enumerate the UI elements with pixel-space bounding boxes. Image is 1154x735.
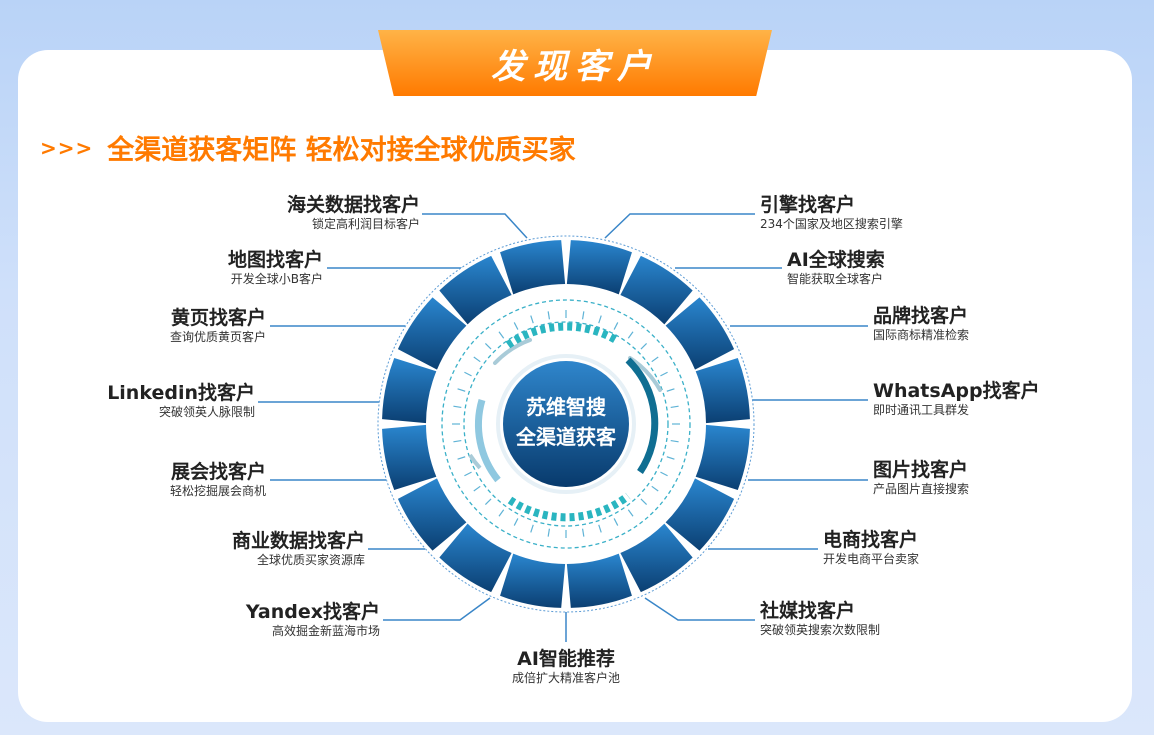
ring-segment xyxy=(500,240,566,295)
ring-segment xyxy=(665,478,735,551)
channel-yellow-pages[interactable]: 黄页找客户查询优质黄页客户 xyxy=(169,307,266,344)
ring-tick xyxy=(453,439,462,443)
ring-tick xyxy=(627,509,634,517)
ring-tick xyxy=(498,331,505,339)
channel-ai-recommend[interactable]: AI智能推荐成倍扩大精准客户池 xyxy=(511,648,620,685)
ring-tick xyxy=(547,311,551,320)
ring-tick xyxy=(498,509,505,517)
ring-segment xyxy=(397,478,467,551)
connector-line xyxy=(383,597,491,621)
ring-tick xyxy=(581,528,585,537)
ring-tick xyxy=(473,485,481,492)
chevrons-icon: >>> xyxy=(40,135,94,160)
connector-line xyxy=(644,597,755,621)
arc-accent xyxy=(493,338,532,365)
channel-whatsapp[interactable]: WhatsApp找客户即时通讯工具群发 xyxy=(873,380,1040,417)
ring-tick xyxy=(484,498,492,506)
arc-teal-bottom xyxy=(507,492,631,522)
ring-segment xyxy=(620,523,693,593)
ring-tick xyxy=(513,518,519,526)
section-title-tab: 发现客户 xyxy=(378,30,772,96)
arc-light xyxy=(474,399,501,483)
channel-map[interactable]: 地图找客户开发全球小B客户 xyxy=(227,249,323,286)
ring-tick xyxy=(484,342,492,350)
ring-segment xyxy=(695,358,750,424)
ring-tick xyxy=(660,471,668,477)
ring-tick xyxy=(530,524,534,533)
ring-tick xyxy=(660,371,668,377)
subtitle: 全渠道获客矩阵 轻松对接全球优质买家 xyxy=(107,135,576,166)
ring-tick xyxy=(640,498,648,506)
ring-tick xyxy=(666,388,675,392)
ring-tick xyxy=(464,471,472,477)
ring-segment xyxy=(382,424,437,490)
core-circle xyxy=(503,361,629,487)
arc-accent xyxy=(468,453,482,470)
ring-tick xyxy=(457,388,466,392)
connector-line xyxy=(604,213,755,239)
ring-segment xyxy=(665,297,735,370)
ring-segment xyxy=(439,523,512,593)
channel-ai-global-search[interactable]: AI全球搜索智能获取全球客户 xyxy=(787,249,885,286)
dashed-ring xyxy=(441,299,691,549)
ring-tick xyxy=(598,315,602,324)
channel-yandex[interactable]: Yandex找客户高效掘金新蓝海市场 xyxy=(245,601,380,638)
ring-segment xyxy=(566,553,632,608)
subtitle-row: >>> 全渠道获客矩阵 轻松对接全球优质买家 xyxy=(40,128,576,167)
ring-tick xyxy=(670,439,679,443)
ring-tick xyxy=(513,322,519,330)
ring-tick xyxy=(530,315,534,324)
ring-tick xyxy=(640,342,648,350)
channel-ecommerce[interactable]: 电商找客户开发电商平台卖家 xyxy=(823,529,920,566)
ring-segment xyxy=(695,424,750,490)
ring-tick xyxy=(651,356,659,363)
ring-tick xyxy=(670,405,679,409)
ring-segment xyxy=(397,297,467,370)
channel-business-data[interactable]: 商业数据找客户全球优质买家资源库 xyxy=(231,530,365,567)
ring-tick xyxy=(453,405,462,409)
ring-tick xyxy=(598,524,602,533)
core-halo xyxy=(496,354,636,494)
ring-segment xyxy=(500,553,566,608)
ring-segment xyxy=(620,255,693,325)
ring-tick xyxy=(473,356,481,363)
channel-customs-data[interactable]: 海关数据找客户锁定高利润目标客户 xyxy=(286,194,420,231)
arc-dark xyxy=(625,357,659,474)
ring-tick xyxy=(627,331,634,339)
ring-tick xyxy=(613,518,619,526)
core-line-1: 苏维智搜 xyxy=(526,395,606,419)
ring-segment xyxy=(382,358,437,424)
channel-brand[interactable]: 品牌找客户国际商标精准检索 xyxy=(873,305,970,342)
connector-line xyxy=(422,213,528,239)
ring-tick xyxy=(613,322,619,330)
ring-tick xyxy=(651,485,659,492)
channel-exhibition[interactable]: 展会找客户轻松挖掘展会商机 xyxy=(169,461,266,498)
section-title: 发现客户 xyxy=(491,46,659,87)
ring-tick xyxy=(457,456,466,460)
core-label: 苏维智搜 全渠道获客 xyxy=(504,392,628,452)
ring-segment xyxy=(439,255,512,325)
ring-tick xyxy=(581,311,585,320)
channel-social-media[interactable]: 社媒找客户突破领英搜索次数限制 xyxy=(760,600,881,637)
ring-tick xyxy=(666,456,675,460)
ring-tick xyxy=(464,371,472,377)
dashed-ring-inner xyxy=(463,321,669,527)
channel-image-search[interactable]: 图片找客户产品图片直接搜索 xyxy=(873,459,970,496)
arc-teal-top xyxy=(505,322,619,349)
core-line-2: 全渠道获客 xyxy=(516,425,616,449)
channel-linkedin[interactable]: Linkedin找客户突破领英人脉限制 xyxy=(107,382,255,419)
ring-segment xyxy=(566,240,632,295)
ring-tick xyxy=(547,528,551,537)
